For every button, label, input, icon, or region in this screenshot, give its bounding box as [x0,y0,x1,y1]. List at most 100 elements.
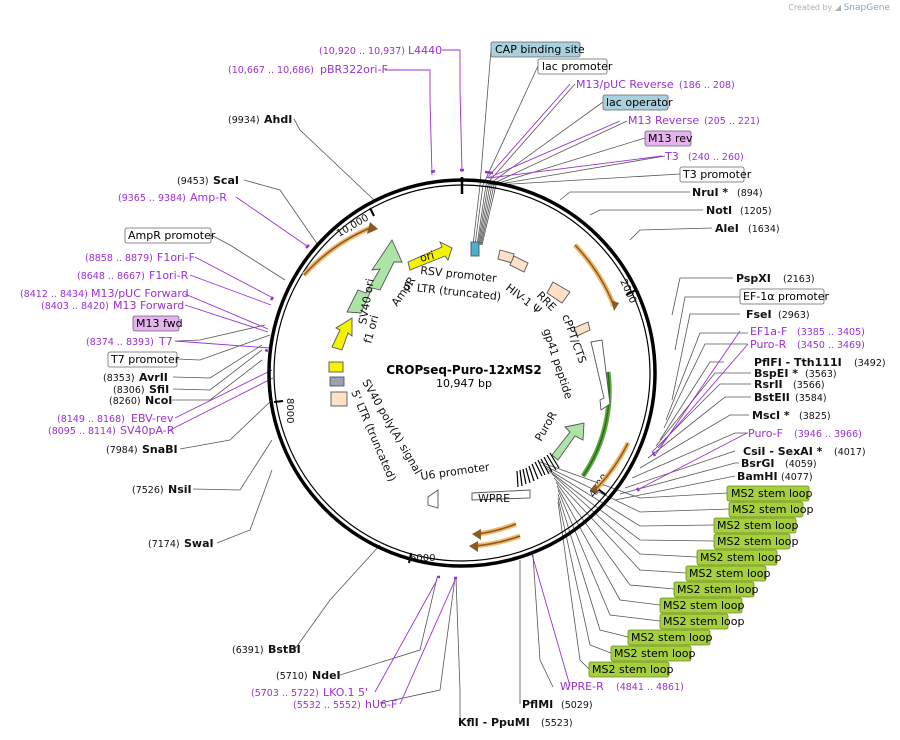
enzyme-noti-coord: (1205) [740,206,772,217]
feature-puror: PuroR [532,409,559,444]
primer-wpre-r-coord: (4841 .. 4861) [616,682,684,693]
enzyme-fsei-coord: (2963) [778,310,810,321]
tick-6000: 6000 [410,553,435,564]
primer-t7-name: T7 [158,335,173,348]
box-cap-site-text: CAP binding site [495,43,585,56]
primer-t3-name: T3 [664,150,679,163]
tick-6000-mark [408,552,412,564]
enzyme-nsii-coord: (7526) [132,485,164,496]
snapgene-logo-icon: ◢ [834,3,842,12]
box-lac-operator: lac operator [602,94,673,111]
f1ori-arrow [331,317,353,351]
enzyme-ndei-coord: (5710) [276,671,308,682]
box-ms2-3: MS2 stem loop [713,517,799,534]
enzyme-alei-name: AleI [715,222,739,235]
enzyme-snabi-name: SnaBI [142,443,178,456]
primer-ebv-rev-coord: (8149 .. 8168) [57,414,125,425]
enzyme-swai-coord: (7174) [148,539,180,550]
feature-cppt: cPPT/CTS [559,313,589,366]
plasmid-length: 10,947 bp [436,377,492,390]
box-lac-promoter-text: lac promoter [542,60,613,73]
enzyme-msci-name: MscI * [752,409,790,422]
box-m13-rev-text: M13 rev [648,132,693,145]
enzyme-pflmi-name: PflMI [522,698,553,711]
enzyme-noti-name: NotI [706,204,732,217]
enzyme-bspei-name: BspEI * [754,367,798,380]
enzyme-pflmi-coord: (5029) [561,700,593,711]
sv40polya-box [329,376,345,387]
wpre-box [471,489,531,501]
box-ms2-7-text: MS2 stem loop [677,583,759,596]
box-ampr-promoter: AmpR promoter [124,227,216,244]
box-ms2-5: MS2 stem loop [696,549,782,566]
box-ms2-6-text: MS2 stem loop [689,567,771,580]
primer-ebv-rev-name: EBV-rev [131,412,174,425]
cap-site-box [470,241,480,257]
enzyme-snabi-coord: (7984) [106,445,138,456]
box-t3-promoter: T3 promoter [679,166,752,183]
enzyme-bsrgi-name: BsrGI [741,457,774,470]
enzyme-ahdi-coord: (9934) [228,115,260,126]
primer-lko1-name: LKO.1 5' [323,686,368,699]
enzyme-nrui-coord: (894) [737,188,763,199]
enzyme-swai-name: SwaI [184,537,214,550]
arrowhead-bottom-1 [472,529,481,540]
enzyme-pflfi-coord: (3492) [854,358,886,369]
primer-f1ori-f-name: F1ori-F [157,251,195,264]
gp41-arrow [590,339,611,411]
box-ms2-1-text: MS2 stem loop [731,487,813,500]
enzyme-pflfi-name: PflFI - Tth111I [754,356,842,369]
box-ms2-2-text: MS2 stem loop [732,503,814,516]
enzyme-fsei-name: FseI [746,308,772,321]
enzyme-bamhi-coord: (4077) [781,472,813,483]
box-ms2-4-text: MS2 stem loop [717,535,799,548]
enzyme-bsteii-name: BstEII [754,391,790,404]
primer-f1ori-r-name: F1ori-R [149,269,189,282]
box-ms2-1: MS2 stem loop [726,485,813,502]
enzyme-sfii-coord: (8306) [113,385,145,396]
enzyme-csii-coord: (4017) [834,447,866,458]
primer-t7-coord: (8374 .. 8393) [86,337,154,348]
primer-sv40pa-r-name: SV40pA-R [120,424,175,437]
box-ef1a-promoter-text: EF-1α promoter [743,290,830,303]
primer-ef1a-f-coord: (3385 .. 3405) [797,327,865,338]
ltr5-box [509,255,529,273]
enzymes-left: (9934) AhdI (9453) ScaI (8353) AvrII (83… [103,113,341,682]
enzyme-pspxi-name: PspXI [736,272,771,285]
box-ms2-7: MS2 stem loop [673,581,759,598]
cppt-box [573,321,591,337]
feature-wpre: WPRE [478,492,510,505]
enzyme-kfli-name: KflI - PpuMI [458,716,530,729]
primer-pbr322-coord: (10,667 .. 10,686) [228,65,314,76]
backbone-arrows-core [303,227,629,547]
box-ampr-promoter-text: AmpR promoter [128,229,216,242]
primer-m13puc-rev-name: M13/pUC Reverse [576,78,674,91]
box-ms2-5-text: MS2 stem loop [700,551,782,564]
primer-m13-forward-name: M13 Forward [113,299,184,312]
puror-arrow [551,422,585,461]
inner-features [328,239,611,509]
box-m13-rev: M13 rev [644,130,693,147]
box-ms2-11-text: MS2 stem loop [614,647,696,660]
box-ef1a-promoter: EF-1α promoter [739,288,830,305]
box-ms2-12-text: MS2 stem loop [592,663,674,676]
box-lac-promoter: lac promoter [537,58,613,75]
primer-markers [264,168,657,580]
feature-u6: U6 promoter [420,460,491,483]
enzyme-sfii-name: SfiI [149,383,169,396]
box-t7-promoter: T7 promoter [107,351,180,368]
primer-f1ori-f-coord: (8858 .. 8879) [85,253,153,264]
ori-arrow [407,241,453,271]
primer-hu6-f-coord: (5532 .. 5552) [293,700,361,711]
enzyme-ncoi-coord: (8260) [109,396,141,407]
primer-ampr-name: Amp-R [190,191,227,204]
box-ms2-12: MS2 stem loop [588,661,674,678]
primer-m13puc-fwd-coord: (8412 .. 8434) [20,289,88,300]
box-ms2-9: MS2 stem loop [659,613,745,630]
primer-sv40pa-r-coord: (8095 .. 8114) [48,426,116,437]
feature-ori: ori [418,249,435,265]
box-ms2-8: MS2 stem loop [659,597,745,614]
primer-m13puc-fwd-name: M13/pUC Forward [91,287,189,300]
enzymes-right: NruI * (894) NotI (1205) AleI (1634) Psp… [692,186,886,483]
